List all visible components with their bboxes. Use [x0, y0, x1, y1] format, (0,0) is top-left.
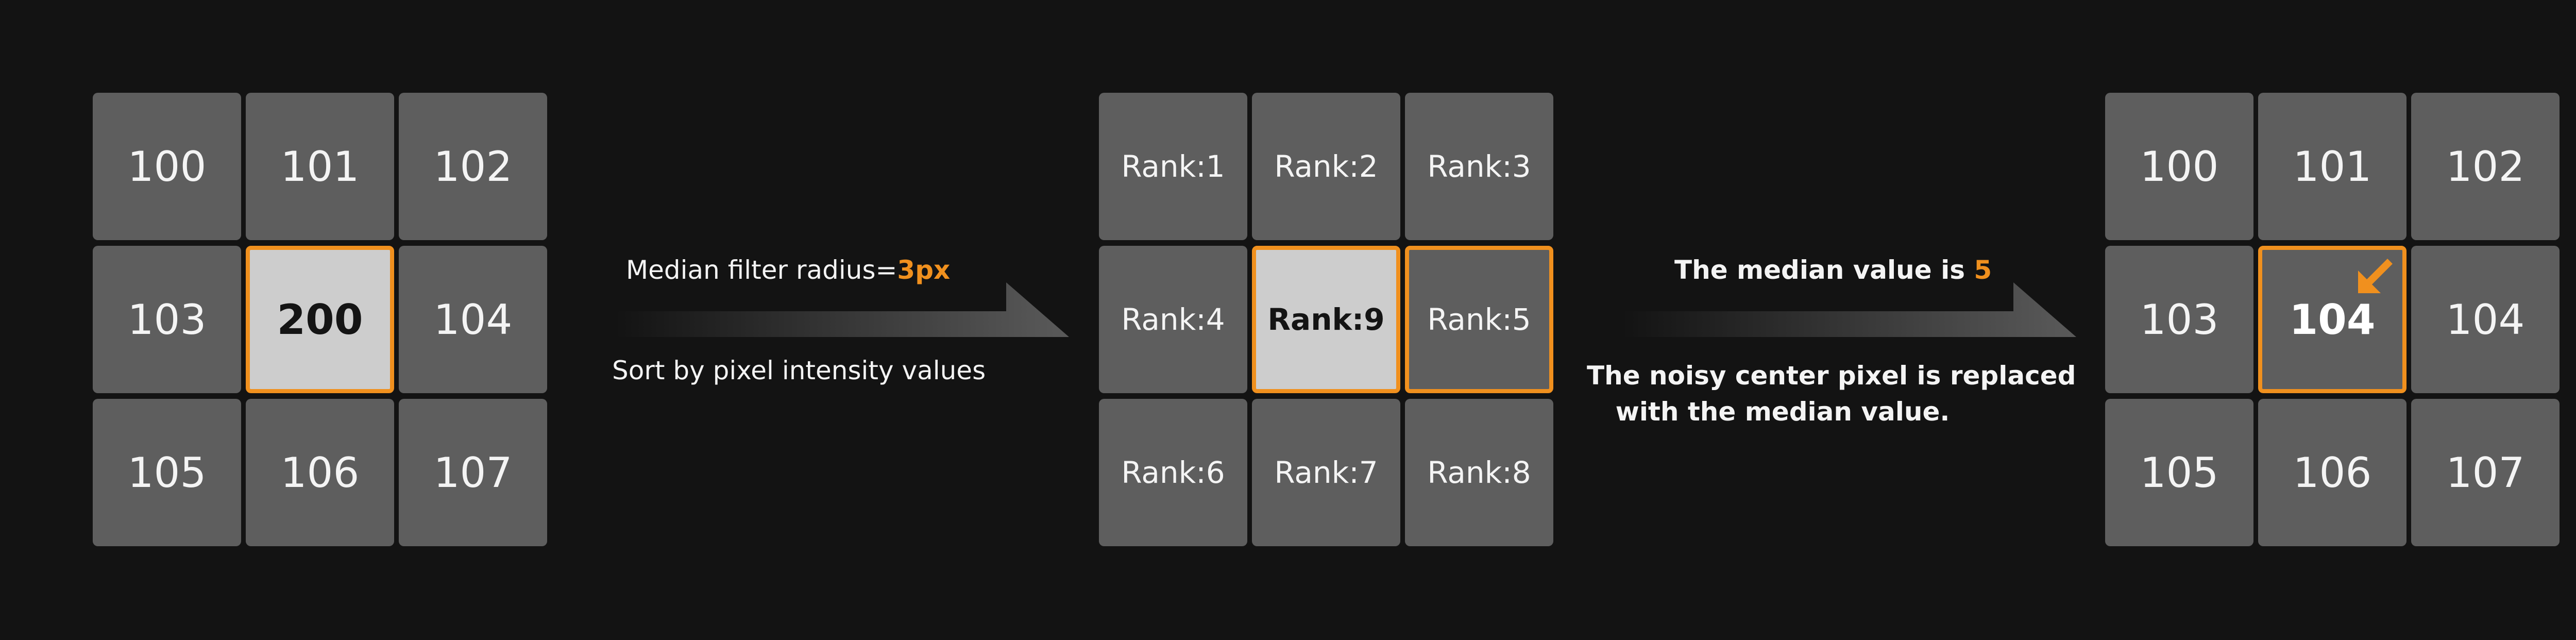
median-rank-cell: Rank:5 — [1405, 246, 1553, 393]
filter-radius-value: 3px — [897, 255, 951, 285]
output-pixel-cell: 104 — [2411, 246, 2560, 393]
step1-caption: Sort by pixel intensity values — [612, 356, 986, 385]
output-pixel-cell: 100 — [2105, 93, 2253, 240]
step2-caption-line2: with the median value. — [1615, 397, 1950, 427]
step2-caption-line1: The noisy center pixel is replaced — [1587, 361, 2076, 391]
step2-arrow — [1623, 282, 2076, 337]
input-pixel-cell: 102 — [399, 93, 547, 240]
input-pixel-cell: 104 — [399, 246, 547, 393]
step2-label: The median value is 5 — [1674, 255, 1992, 285]
median-value: 5 — [1974, 255, 1992, 285]
input-pixel-cell: 106 — [246, 399, 394, 546]
step1-label: Median filter radius=3px — [626, 255, 950, 285]
rank-cell: Rank:2 — [1252, 93, 1400, 240]
rank-cell: Rank:6 — [1099, 399, 1247, 546]
step2-label-prefix: The median value is — [1674, 255, 1974, 285]
output-pixel-cell: 107 — [2411, 399, 2560, 546]
rank-cell: Rank:4 — [1099, 246, 1247, 393]
input-pixel-cell: 105 — [93, 399, 241, 546]
rank-cell: Rank:7 — [1252, 399, 1400, 546]
input-pixel-cell: 101 — [246, 93, 394, 240]
output-pixel-cell: 103 — [2105, 246, 2253, 393]
input-pixel-cell: 107 — [399, 399, 547, 546]
arrow-down-left-icon — [2358, 259, 2393, 293]
input-pixel-cell: 103 — [93, 246, 241, 393]
noisy-center-pixel: 200 — [246, 246, 394, 393]
output-pixel-cell: 105 — [2105, 399, 2253, 546]
highest-rank-cell: Rank:9 — [1252, 246, 1400, 393]
output-pixel-grid: 100 101 102 103 104 104 105 106 107 — [2105, 93, 2561, 548]
rank-cell: Rank:1 — [1099, 93, 1247, 240]
rank-cell: Rank:8 — [1405, 399, 1553, 546]
output-pixel-cell: 106 — [2258, 399, 2406, 546]
input-pixel-cell: 100 — [93, 93, 241, 240]
step1-label-prefix: Median filter radius= — [626, 255, 897, 285]
replaced-center-value: 104 — [2289, 295, 2376, 344]
rank-grid: Rank:1 Rank:2 Rank:3 Rank:4 Rank:9 Rank:… — [1099, 93, 1555, 548]
replaced-center-pixel: 104 — [2258, 246, 2406, 393]
output-pixel-cell: 101 — [2258, 93, 2406, 240]
rank-cell: Rank:3 — [1405, 93, 1553, 240]
step1-arrow — [616, 282, 1069, 337]
input-pixel-grid: 100 101 102 103 200 104 105 106 107 — [93, 93, 549, 548]
output-pixel-cell: 102 — [2411, 93, 2560, 240]
